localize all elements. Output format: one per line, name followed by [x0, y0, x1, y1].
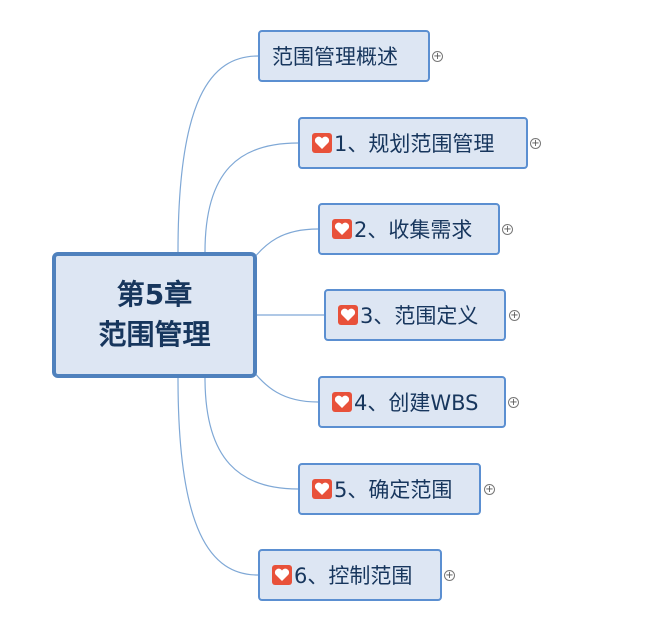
central-topic-line2: 范围管理	[98, 318, 211, 351]
topic-collect-requirements[interactable]: 2、收集需求	[318, 203, 500, 255]
expand-icon[interactable]: +	[502, 224, 513, 235]
connector-1	[204, 142, 299, 253]
heart-icon	[332, 392, 352, 412]
topic-label: 5、确定范围	[334, 478, 453, 502]
heart-icon	[338, 305, 358, 325]
topic-label: 3、范围定义	[360, 304, 479, 328]
topic-label: 1、规划范围管理	[334, 132, 495, 156]
topic-create-wbs[interactable]: 4、创建WBS	[318, 376, 506, 428]
expand-icon[interactable]: +	[509, 310, 520, 321]
expand-icon[interactable]: +	[530, 138, 541, 149]
heart-icon	[312, 479, 332, 499]
topic-validate-scope[interactable]: 5、确定范围	[298, 463, 481, 515]
topic-plan-scope-management[interactable]: 1、规划范围管理	[298, 117, 528, 169]
topic-define-scope[interactable]: 3、范围定义	[324, 289, 506, 341]
heart-icon	[312, 133, 332, 153]
expand-icon[interactable]: +	[508, 397, 519, 408]
connector-0	[177, 55, 259, 253]
heart-icon	[332, 219, 352, 239]
topic-label: 4、创建WBS	[354, 391, 479, 415]
expand-icon[interactable]: +	[444, 570, 455, 581]
central-topic[interactable]: 第5章 范围管理	[52, 252, 257, 378]
central-topic-line1: 第5章	[116, 278, 193, 311]
expand-icon[interactable]: +	[484, 484, 495, 495]
topic-scope-overview[interactable]: 范围管理概述	[258, 30, 430, 82]
topic-label: 6、控制范围	[294, 564, 413, 588]
expand-icon[interactable]: +	[432, 51, 443, 62]
topic-label: 2、收集需求	[354, 218, 473, 242]
connector-5	[204, 377, 299, 490]
topic-control-scope[interactable]: 6、控制范围	[258, 549, 442, 601]
heart-icon	[272, 565, 292, 585]
topic-label: 范围管理概述	[272, 45, 398, 69]
connector-6	[177, 377, 259, 576]
